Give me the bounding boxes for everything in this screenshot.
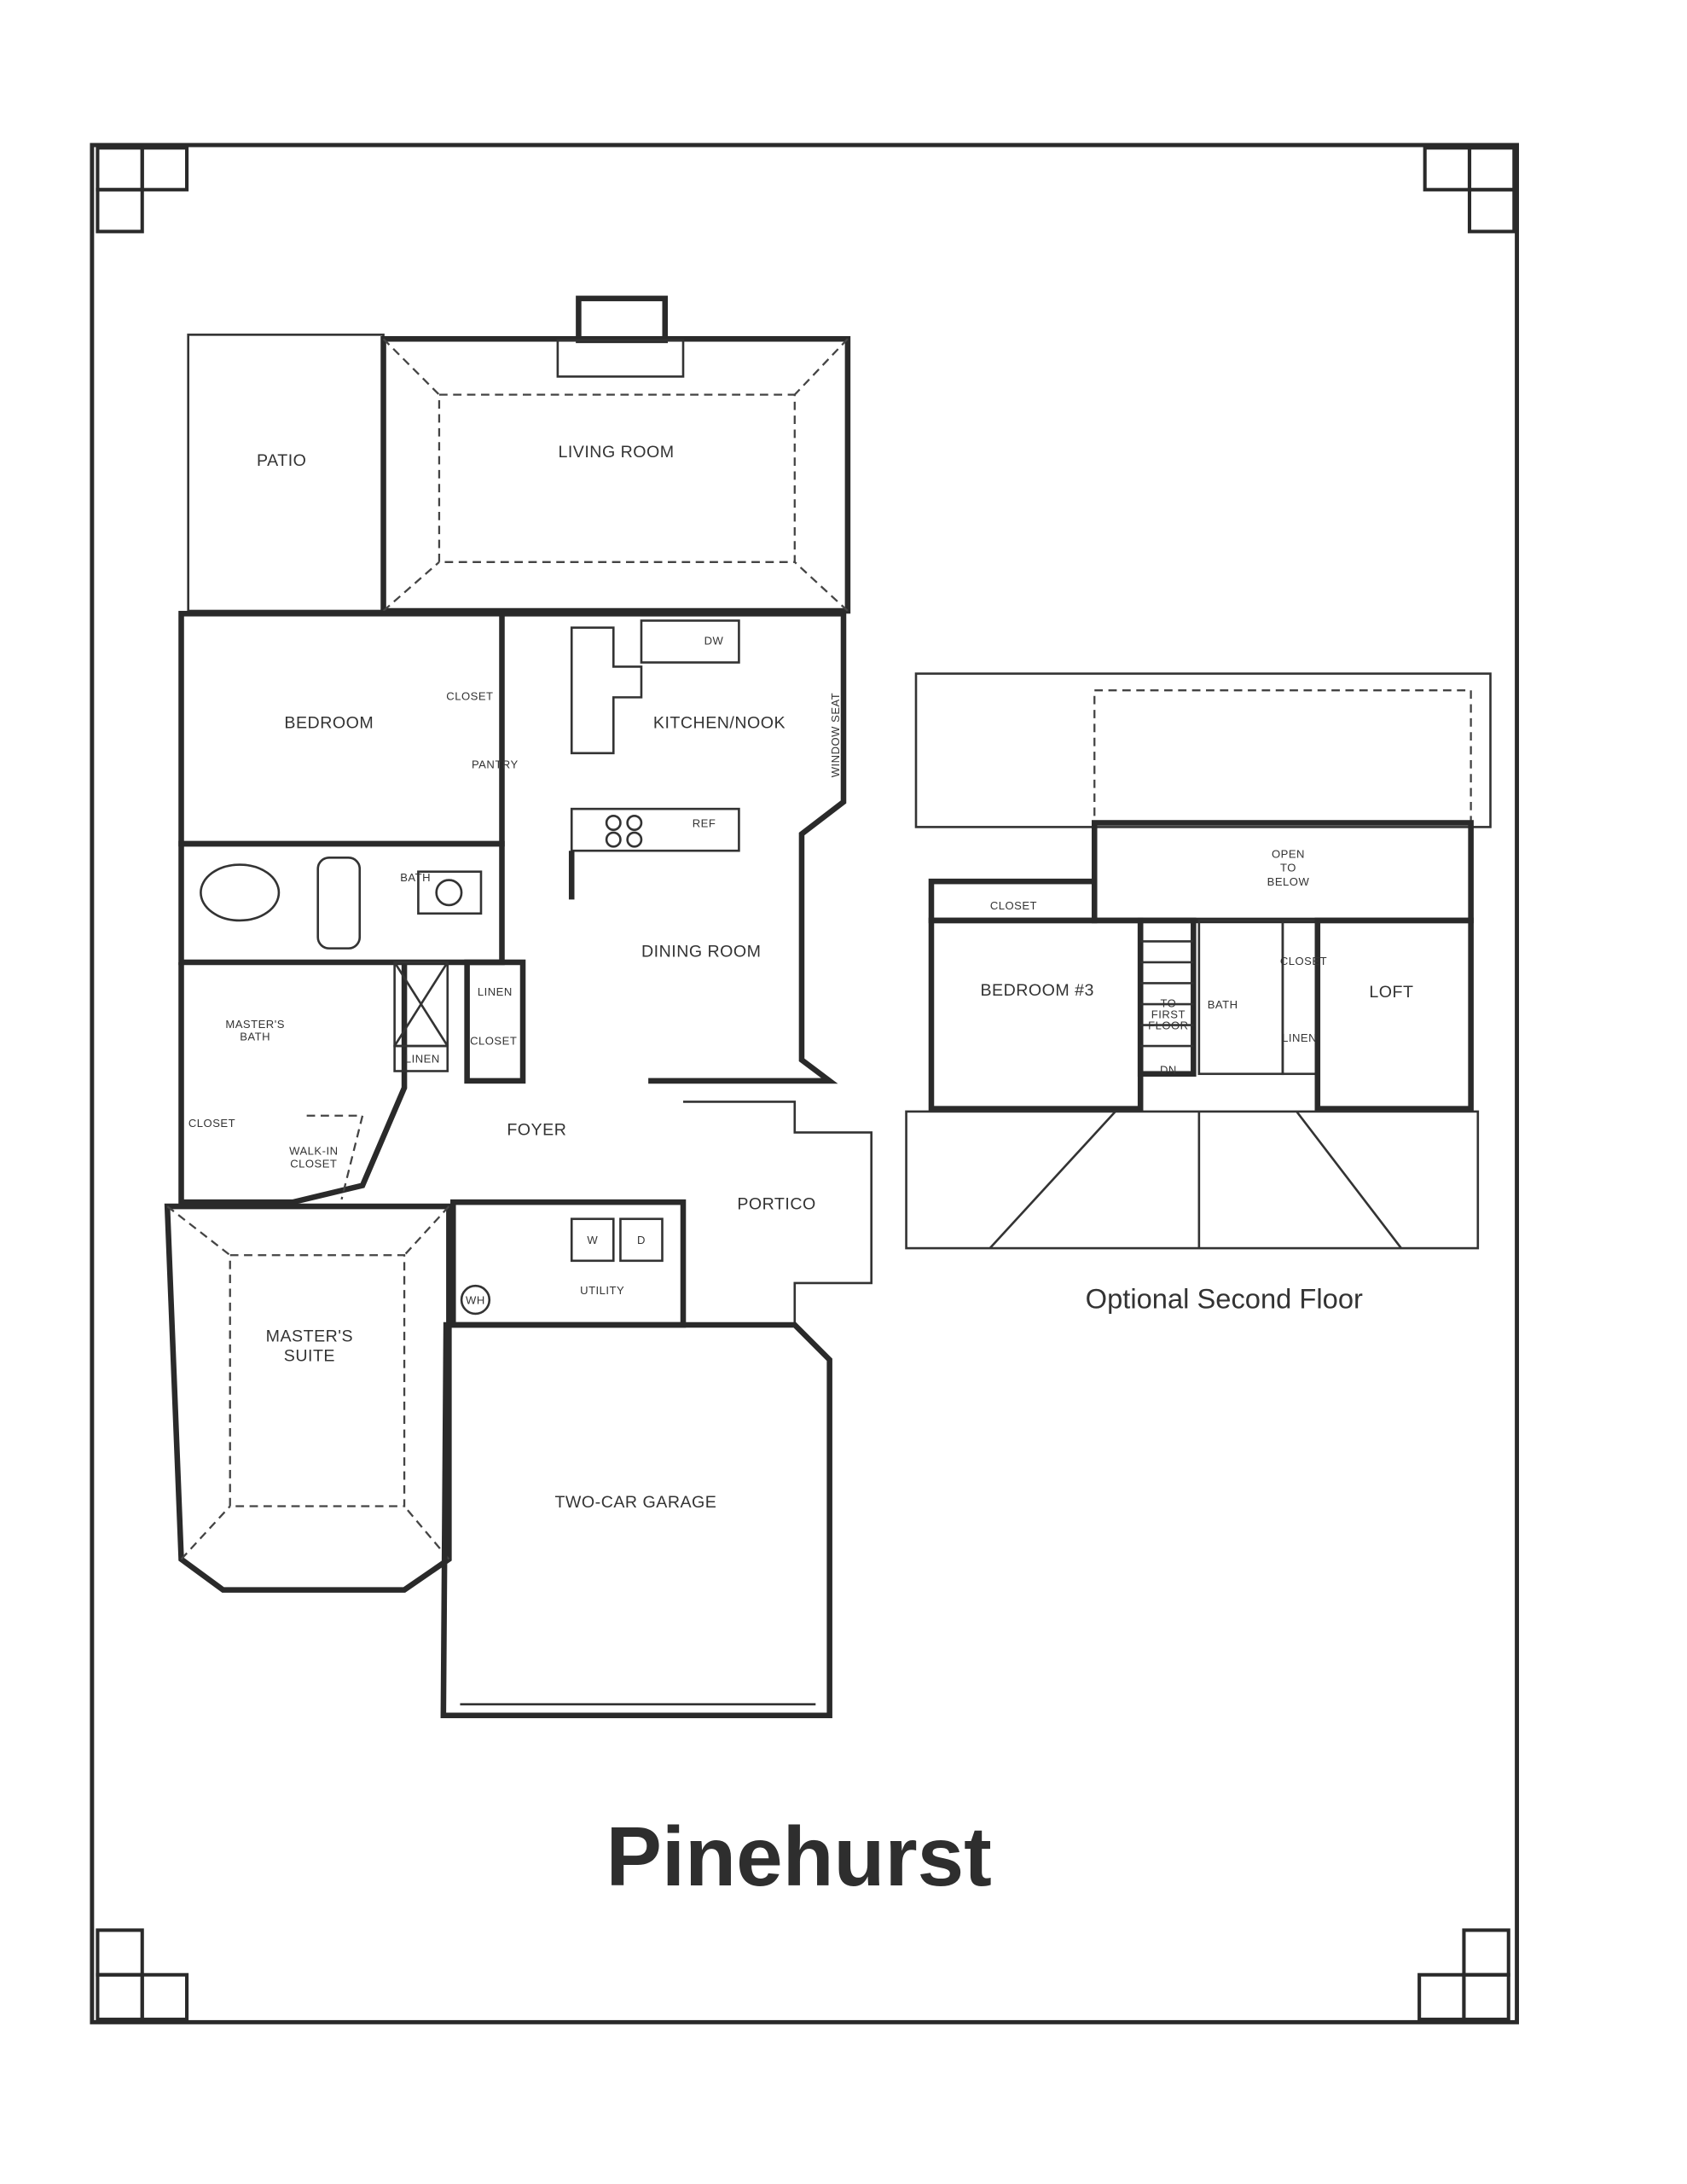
loft-walls [1314,917,1474,1112]
label-upstairs-closet-2: CLOSET [1280,955,1327,967]
second-floor-caption: Optional Second Floor [1086,1282,1363,1314]
label-foyer: FOYER [507,1121,566,1140]
label-living-room: LIVING ROOM [558,443,674,462]
portico-outline [683,1101,873,1327]
label-masters-suite-line2: SUITE [284,1346,335,1365]
first-floor-plan [164,295,873,1718]
label-linen-closet-1: LINEN [478,985,513,998]
bedroom3-walls [928,917,1144,1112]
label-masters-bath-line1: MASTER'S [225,1018,285,1031]
label-window-seat: WINDOW SEAT [829,693,842,778]
label-dining-room: DINING ROOM [641,942,761,961]
label-to-first-line1: TO [1160,996,1176,1009]
patio-area [187,334,385,613]
label-open-line2: TO [1280,862,1296,874]
stairs [1137,917,1197,1077]
bath-row-walls [178,840,505,966]
corner-ornament-top-right [1423,146,1516,234]
label-garage: TWO-CAR GARAGE [554,1493,716,1512]
label-upstairs-closet: CLOSET [990,899,1037,912]
second-floor-plan [905,672,1492,1250]
label-walkin-line1: WALK-IN [289,1145,338,1158]
label-dryer: D [637,1234,646,1246]
label-water-heater: WH [466,1293,485,1306]
label-bedroom-3: BEDROOM #3 [980,981,1094,1000]
label-patio: PATIO [257,451,306,470]
label-to-first-line2: FIRST [1151,1008,1186,1020]
label-portico: PORTICO [737,1194,815,1213]
label-masters-suite-line1: MASTER'S [266,1327,353,1346]
label-masters-bath-line2: BATH [240,1031,270,1043]
masters-bath-walls [178,961,408,1205]
label-pantry: PANTRY [472,758,519,771]
label-bedroom: BEDROOM [284,713,374,732]
label-closet-master: CLOSET [188,1117,235,1130]
plan-title: Pinehurst [606,1809,992,1903]
label-upstairs-bath: BATH [1208,998,1238,1011]
label-washer: W [587,1234,598,1246]
page-border [90,142,1520,2024]
label-refrigerator: REF [693,816,716,829]
label-walkin-line2: CLOSET [290,1157,337,1170]
garage-walls [440,1321,832,1718]
label-open-line1: OPEN [1272,847,1305,860]
kitchen-dining-walls [501,611,847,1084]
label-utility: UTILITY [580,1284,624,1297]
label-open-line3: BELOW [1267,875,1310,888]
label-closet: CLOSET [446,690,493,703]
label-upstairs-linen: LINEN [1282,1031,1317,1044]
corner-ornament-bottom-left [96,1928,189,2022]
label-loft: LOFT [1369,983,1413,1002]
label-kitchen-nook: KITCHEN/NOOK [653,713,786,732]
corner-ornament-top-left [96,146,189,234]
living-room-walls [380,335,851,614]
label-to-first-line3: FLOOR [1148,1019,1188,1031]
corner-ornament-bottom-right [1417,1928,1510,2022]
fireplace [576,295,669,344]
label-linen-closet-2: LINEN [405,1053,440,1066]
upstairs-bath [1197,919,1284,1076]
label-dishwasher: DW [704,634,724,647]
label-bath: BATH [400,871,431,884]
porch-roof [905,1110,1480,1250]
masters-suite-walls [164,1203,452,1593]
label-closet-hall: CLOSET [470,1034,517,1047]
label-down: DN [1160,1064,1177,1077]
